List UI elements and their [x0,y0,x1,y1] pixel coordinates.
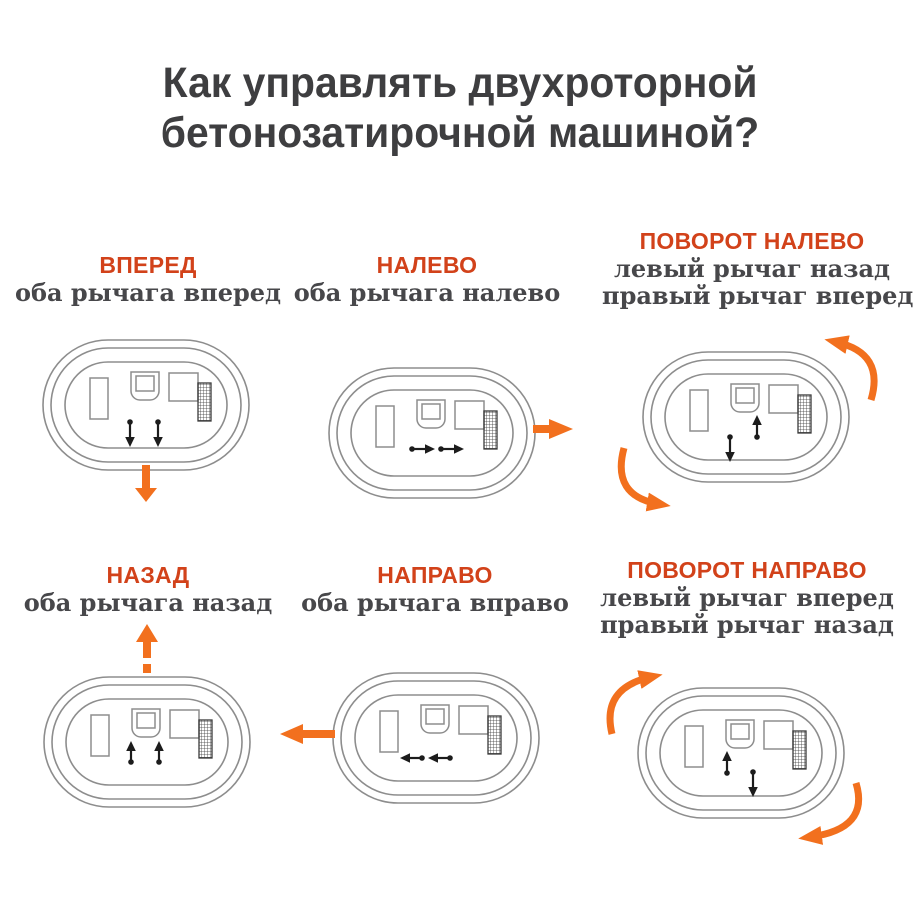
motion-arrow-up-icon [136,624,158,673]
motion-arrow-right-icon [533,419,573,439]
panel-right-heading: НАПРАВО оба рычага вправо [285,562,585,616]
lever-arrows-back-icon [126,741,164,765]
panel-forward-title: ВПЕРЕД [99,252,197,278]
lever-arrows-forward-icon [125,419,163,447]
panel-turn-left-subtitle1: левый рычаг назад [613,254,891,283]
machine-diagram-right [280,672,540,804]
panel-turn-right-heading: ПОВОРОТ НАПРАВО левый рычаг вперед правы… [597,557,897,638]
panel-forward-subtitle: оба рычага вперед [14,278,282,307]
rotation-arrow-bottom-icon [798,781,863,845]
page-title: Как управлять двухроторной бетонозатироч… [0,58,920,158]
machine-diagram-turn-left [617,335,878,512]
lever-arrows-left-icon [409,444,464,454]
page-title-line2: бетонозатирочной машиной? [160,109,760,157]
rotation-arrow-top-icon [606,670,663,735]
page-title-line1: Как управлять двухроторной [162,59,758,107]
panel-turn-left-title: ПОВОРОТ НАЛЕВО [639,228,865,254]
rotation-arrow-bottom-icon [617,447,671,512]
panel-right-title: НАПРАВО [377,562,493,588]
panel-back-heading: НАЗАД оба рычага назад [0,562,298,616]
lever-arrows-turn-left-icon [725,415,762,462]
motion-arrow-down-icon [135,465,157,502]
machine-diagram-forward [42,339,250,502]
panel-turn-left-heading: ПОВОРОТ НАЛЕВО левый рычаг назад правый … [602,228,914,310]
panel-left-title: НАЛЕВО [376,252,478,278]
machine-diagram-turn-right [606,670,863,845]
lever-arrows-right-icon [400,753,453,763]
rotation-arrow-top-icon [824,335,878,401]
motion-arrow-left-icon [280,724,335,744]
panel-right-subtitle: оба рычага вправо [301,588,569,617]
panel-turn-right-subtitle1: левый рычаг вперед [600,583,894,612]
machine-diagram-left [328,367,573,499]
panel-left-subtitle: оба рычага налево [293,278,561,307]
panel-turn-right-title: ПОВОРОТ НАПРАВО [627,557,867,583]
panel-turn-left-subtitle2: правый рычаг вперед [602,281,914,310]
panel-left-heading: НАЛЕВО оба рычага налево [277,252,577,306]
machine-diagram-back [43,624,251,808]
panel-turn-right-subtitle2: правый рычаг назад [600,610,894,639]
panel-back-subtitle: оба рычага назад [23,588,273,617]
panel-back-title: НАЗАД [106,562,190,588]
lever-arrows-turn-right-icon [722,751,758,797]
panel-forward-heading: ВПЕРЕД оба рычага вперед [0,252,298,306]
